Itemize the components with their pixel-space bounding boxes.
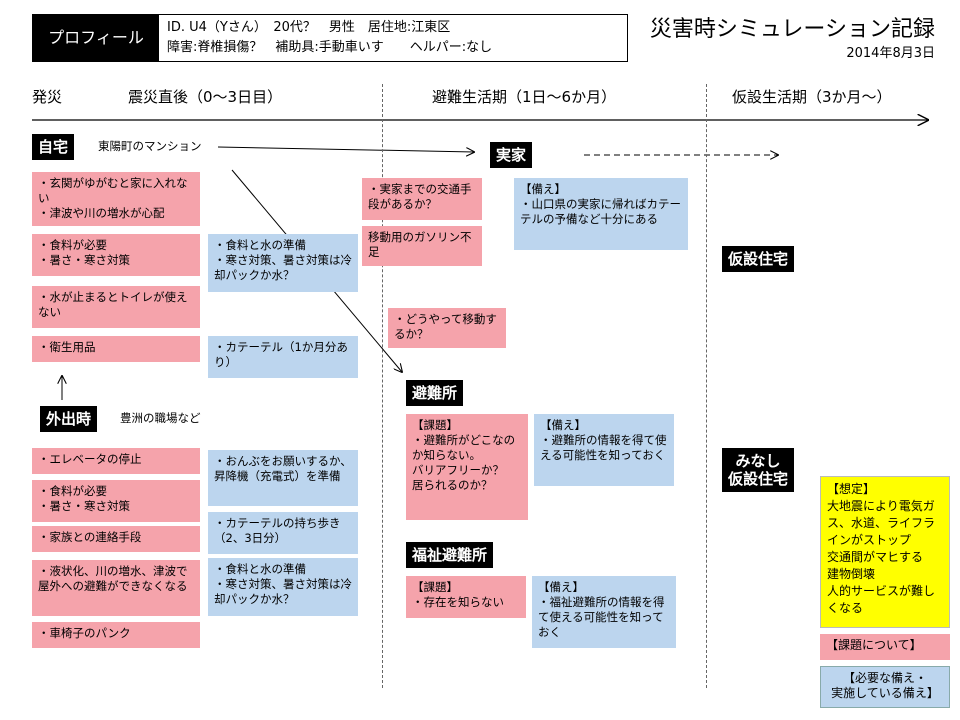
parents-issue-1: ・実家までの交通手段があるか？ (362, 178, 482, 220)
outside-issue-3: ・家族との連絡手段 (32, 526, 200, 552)
outside-issue-5: ・車椅子のパンク (32, 622, 200, 648)
page-title: 災害時シミュレーション記録 (649, 17, 935, 42)
home-issue-4: ・衛生用品 (32, 336, 200, 362)
parents-issue-2: 移動用のガソリン不足 (362, 226, 482, 266)
shelter-prep: 【備え】 ・避難所の情報を得て使える可能性を知っておく (534, 414, 674, 486)
timeline-disaster: 発災 (32, 88, 63, 106)
parents-home-label: 実家 (490, 142, 533, 168)
record-date: 2014年8月3日 (846, 46, 935, 61)
home-note: 東陽町のマンション (98, 139, 202, 153)
profile-line-1: ID. U4（Yさん） 20代？ 男性 居住地:江東区 (167, 20, 451, 35)
home-issue-1: ・玄関がゆがむと家に入れない ・津波や川の増水が心配 (32, 172, 200, 226)
timeline-temporary: 仮設生活期（3か月～） (732, 88, 892, 106)
outside-note: 豊洲の職場など (120, 411, 201, 425)
welfare-shelter-label: 福祉避難所 (406, 542, 494, 568)
shelter-issue: 【課題】 ・避難所がどこなのか知らない。 バリアフリーか？ 居られるのか？ (406, 414, 528, 520)
legend-prep: 【必要な備え・ 実施している備え】 (820, 666, 950, 708)
move-issue: ・どうやって移動するか？ (388, 308, 506, 348)
parents-prep: 【備え】 ・山口県の実家に帰ればカテーテルの予備など十分にある (514, 178, 688, 250)
profile-label: プロフィール (33, 15, 159, 61)
outside-issue-2: ・食料が必要 ・暑さ・寒さ対策 (32, 480, 200, 522)
outside-issue-4: ・液状化、川の増水、津波で屋外への避難ができなくなる (32, 560, 200, 616)
outside-prep-1: ・おんぶをお願いするか、昇降機（充電式）を準備 (208, 450, 358, 506)
outside-prep-2: ・カテーテルの持ち歩き（2、3日分） (208, 512, 358, 554)
home-label: 自宅 (32, 134, 75, 160)
welfare-issue: 【課題】 ・存在を知らない (406, 576, 526, 618)
home-issue-3: ・水が止まるとトイレが使えない (32, 286, 200, 328)
home-prep-2: ・カテーテル（1か月分あり） (208, 336, 358, 378)
home-prep-1: ・食料と水の準備 ・寒さ対策、暑さ対策は冷却パックか水？ (208, 234, 358, 292)
timeline-evacuation: 避難生活期（1日～6か月） (432, 88, 617, 106)
temporary-housing-label: 仮設住宅 (722, 246, 795, 272)
home-issue-2: ・食料が必要 ・暑さ・寒さ対策 (32, 234, 200, 276)
legend-issue: 【課題について】 (820, 634, 950, 660)
outside-label: 外出時 (40, 406, 98, 432)
shelter-label: 避難所 (406, 380, 464, 406)
profile-box: プロフィール ID. U4（Yさん） 20代？ 男性 居住地:江東区 障害:脊椎… (32, 14, 628, 62)
profile-line-2: 障害:脊椎損傷？ 補助具:手動車いす ヘルパー:なし (167, 40, 493, 55)
outside-issue-1: ・エレベータの停止 (32, 448, 200, 474)
arrow-home-to-parents (217, 146, 474, 152)
divider-1 (382, 84, 383, 688)
divider-2 (706, 84, 707, 688)
timeline-immediate: 震災直後（0～3日目） (128, 88, 283, 106)
welfare-prep: 【備え】 ・福祉避難所の情報を得て使える可能性を知っておく (532, 576, 676, 648)
assumption-box: 【想定】 大地震により電気ガス、水道、ライフラインがストップ 交通間がマヒする … (820, 476, 950, 628)
deemed-temporary-housing-label: みなし 仮設住宅 (722, 448, 795, 492)
outside-prep-3: ・食料と水の準備 ・寒さ対策、暑さ対策は冷却パックか水？ (208, 558, 358, 616)
